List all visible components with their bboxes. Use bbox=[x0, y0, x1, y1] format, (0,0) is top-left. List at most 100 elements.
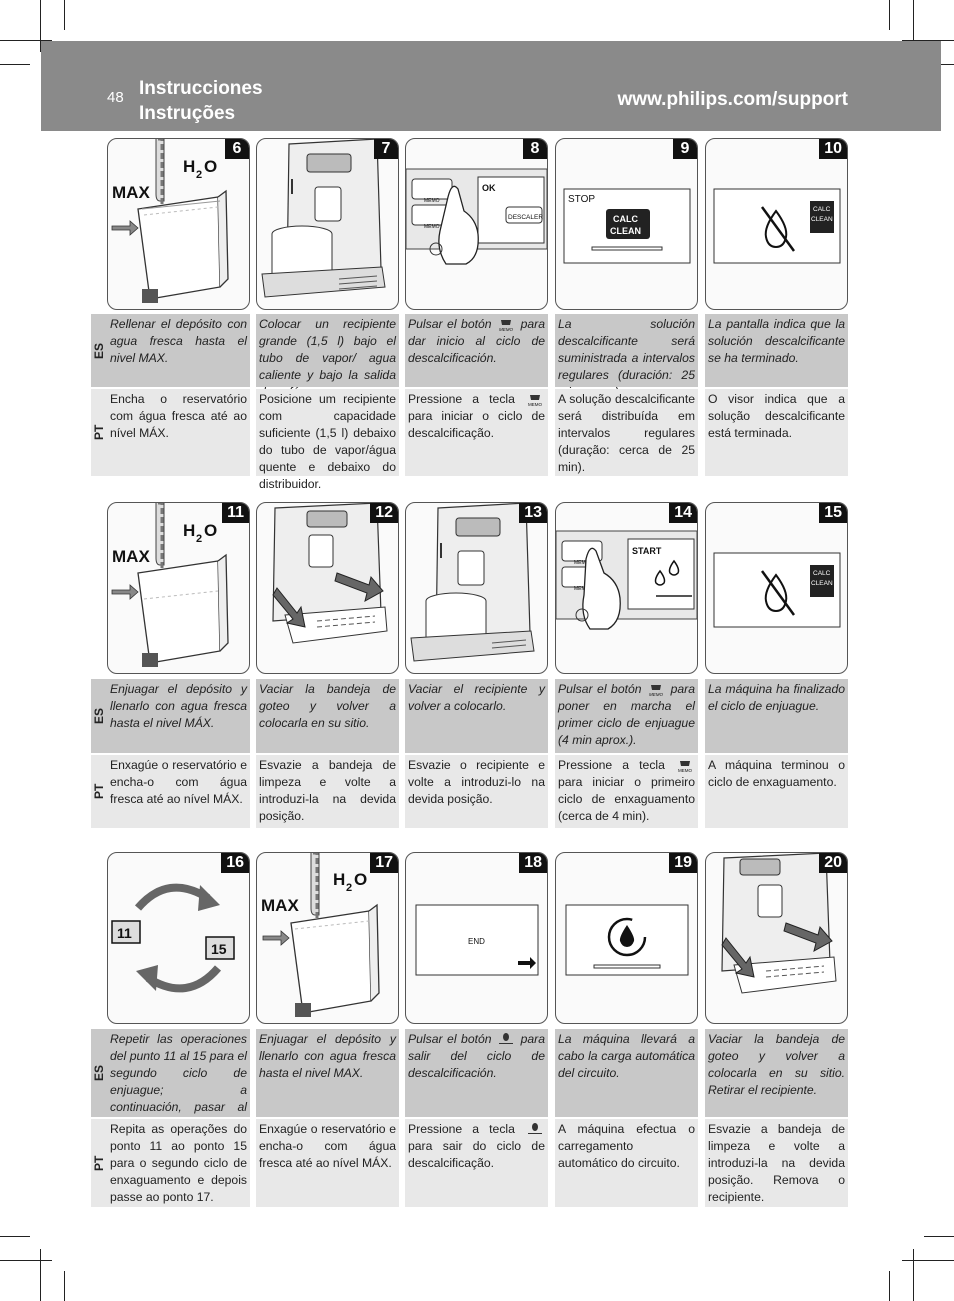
step-number: 7 bbox=[374, 139, 398, 159]
crop-mark bbox=[64, 1271, 65, 1301]
step-8-es: Pulsar el botón MEMO para dar inicio al … bbox=[405, 314, 548, 387]
step-7-pt: Posicione um recipiente com capacidade s… bbox=[256, 389, 399, 491]
svg-text:2: 2 bbox=[346, 882, 352, 894]
step-19-es: La máquina llevará a cabo la carga autom… bbox=[555, 1029, 698, 1117]
title-es: Instrucciones bbox=[139, 78, 263, 99]
svg-text:O: O bbox=[204, 157, 217, 176]
memo-button-icon: MEMO bbox=[525, 393, 545, 407]
step-7-es: Colocar un recipiente grande (1,5 l) baj… bbox=[256, 314, 399, 399]
step-number: 20 bbox=[819, 853, 847, 873]
step-6-illustration: MAX H 2 O 6 bbox=[107, 138, 250, 310]
svg-text:MEMO: MEMO bbox=[574, 560, 590, 566]
svg-text:MEMO: MEMO bbox=[574, 586, 590, 592]
svg-text:H: H bbox=[183, 521, 195, 540]
title-pt: Instruções bbox=[139, 103, 236, 124]
step-11-es: Enjuagar el depósito y llenarlo con agua… bbox=[107, 679, 250, 753]
svg-text:O: O bbox=[204, 521, 217, 540]
svg-text:CLEAN: CLEAN bbox=[811, 216, 833, 223]
lang-label-pt: PT bbox=[92, 424, 106, 441]
lang-label-es: ES bbox=[92, 1065, 106, 1082]
step-6-es: Rellenar el depósito con agua fresca has… bbox=[107, 314, 250, 387]
support-url[interactable]: www.philips.com/support bbox=[617, 89, 848, 110]
svg-text:CLEAN: CLEAN bbox=[610, 226, 641, 236]
coffee-machine-icon bbox=[261, 139, 386, 298]
esc-button-icon bbox=[525, 1122, 545, 1137]
step-14-es: Pulsar el botón MEMO para poner en march… bbox=[555, 679, 698, 753]
svg-text:2: 2 bbox=[196, 533, 202, 545]
crop-mark bbox=[0, 64, 30, 65]
svg-text:MEMO: MEMO bbox=[424, 224, 440, 230]
svg-text:END: END bbox=[468, 937, 485, 946]
step-14-illustration: START MEMO MEMO 14 bbox=[555, 502, 698, 674]
control-panel-icon: OK DESCALER MEMO MEMO bbox=[406, 168, 547, 265]
step-12-pt: Esvazie a bandeja de limpeza e volte a i… bbox=[256, 755, 399, 828]
svg-text:H: H bbox=[183, 157, 195, 176]
repeat-cycle-icon: 11 15 bbox=[111, 883, 235, 993]
step-number: 8 bbox=[523, 139, 547, 159]
no-descaler-icon: CALC CLEAN bbox=[713, 188, 841, 264]
display-screen-icon bbox=[565, 904, 689, 976]
max-label: MAX bbox=[112, 183, 150, 202]
drip-tray-icon bbox=[272, 503, 388, 644]
page-number: 48 bbox=[107, 89, 124, 106]
step-number: 18 bbox=[519, 853, 547, 873]
svg-text:CALC: CALC bbox=[613, 214, 638, 224]
step-8-pt: Pressione a tecla MEMO para iniciar o ci… bbox=[405, 389, 548, 476]
step-number: 12 bbox=[370, 503, 398, 523]
drip-tray-icon bbox=[721, 853, 837, 994]
lang-label-es: ES bbox=[92, 342, 106, 359]
esc-button-icon bbox=[496, 1032, 516, 1047]
lang-label-pt: PT bbox=[92, 783, 106, 800]
lang-label-es: ES bbox=[92, 708, 106, 725]
memo-button-icon: MEMO bbox=[496, 318, 516, 332]
svg-text:CALC: CALC bbox=[813, 206, 831, 213]
step-18-illustration: END 18 bbox=[405, 852, 548, 1024]
step-15-pt: A máquina terminou o ciclo de enxaguamen… bbox=[705, 755, 848, 828]
crop-mark bbox=[889, 0, 890, 30]
crop-mark bbox=[40, 1249, 41, 1301]
step-number: 11 bbox=[222, 503, 249, 523]
crop-mark bbox=[902, 1260, 954, 1261]
coffee-machine-icon bbox=[410, 503, 535, 662]
step-12-illustration: 12 bbox=[256, 502, 399, 674]
svg-text:MEMO: MEMO bbox=[678, 768, 692, 773]
step-10-illustration: CALC CLEAN 10 bbox=[705, 138, 848, 310]
step-20-pt: Esvazie a bandeja de limpeza e volte a i… bbox=[705, 1119, 848, 1207]
step-9-pt: A solução descalcificante será distribuí… bbox=[555, 389, 698, 476]
step-6-pt: Encha o reservatório com água fresca até… bbox=[107, 389, 250, 476]
svg-text:OK: OK bbox=[482, 183, 496, 193]
step-number: 15 bbox=[819, 503, 847, 523]
crop-mark bbox=[0, 40, 52, 41]
step-18-pt: Pressione a tecla para sair do ciclo de … bbox=[405, 1119, 548, 1207]
svg-text:MEMO: MEMO bbox=[499, 327, 513, 332]
step-20-es: Vaciar la bandeja de goteo y volver a co… bbox=[705, 1029, 848, 1117]
step-7-illustration: 7 bbox=[256, 138, 399, 310]
svg-text:CALC: CALC bbox=[813, 570, 831, 577]
memo-button-icon: MEMO bbox=[675, 759, 695, 773]
step-10-pt: O visor indica que a solução descalcific… bbox=[705, 389, 848, 476]
svg-text:O: O bbox=[354, 870, 367, 889]
no-descaler-icon: CALC CLEAN bbox=[713, 552, 841, 628]
memo-button-icon: MEMO bbox=[646, 683, 666, 697]
step-number: 19 bbox=[669, 853, 697, 873]
crop-mark bbox=[913, 1249, 914, 1301]
step-number: 9 bbox=[673, 139, 697, 159]
step-number: 14 bbox=[669, 503, 697, 523]
display-screen-icon: STOP CALC CLEAN bbox=[563, 188, 691, 264]
step-12-es: Vaciar la bandeja de goteo y volver a co… bbox=[256, 679, 399, 753]
step-number: 17 bbox=[370, 853, 398, 873]
crop-mark bbox=[64, 0, 65, 30]
svg-text:MAX: MAX bbox=[112, 547, 150, 566]
display-screen-icon: END bbox=[415, 904, 539, 976]
svg-text:CLEAN: CLEAN bbox=[811, 580, 833, 587]
control-panel-icon: START MEMO MEMO bbox=[556, 530, 697, 630]
crop-mark bbox=[0, 1260, 52, 1261]
water-tank-icon: MAX H 2 O bbox=[261, 853, 380, 1017]
step-16-pt: Repita as operações do ponto 11 ao ponto… bbox=[107, 1119, 250, 1207]
step-17-es: Enjuagar el depósito y llenarlo con agua… bbox=[256, 1029, 399, 1117]
crop-mark bbox=[40, 0, 41, 52]
svg-text:STOP: STOP bbox=[568, 194, 595, 205]
step-number: 13 bbox=[519, 503, 547, 523]
step-13-illustration: 13 bbox=[405, 502, 548, 674]
step-15-es: La máquina ha finalizado el ciclo de enj… bbox=[705, 679, 848, 753]
